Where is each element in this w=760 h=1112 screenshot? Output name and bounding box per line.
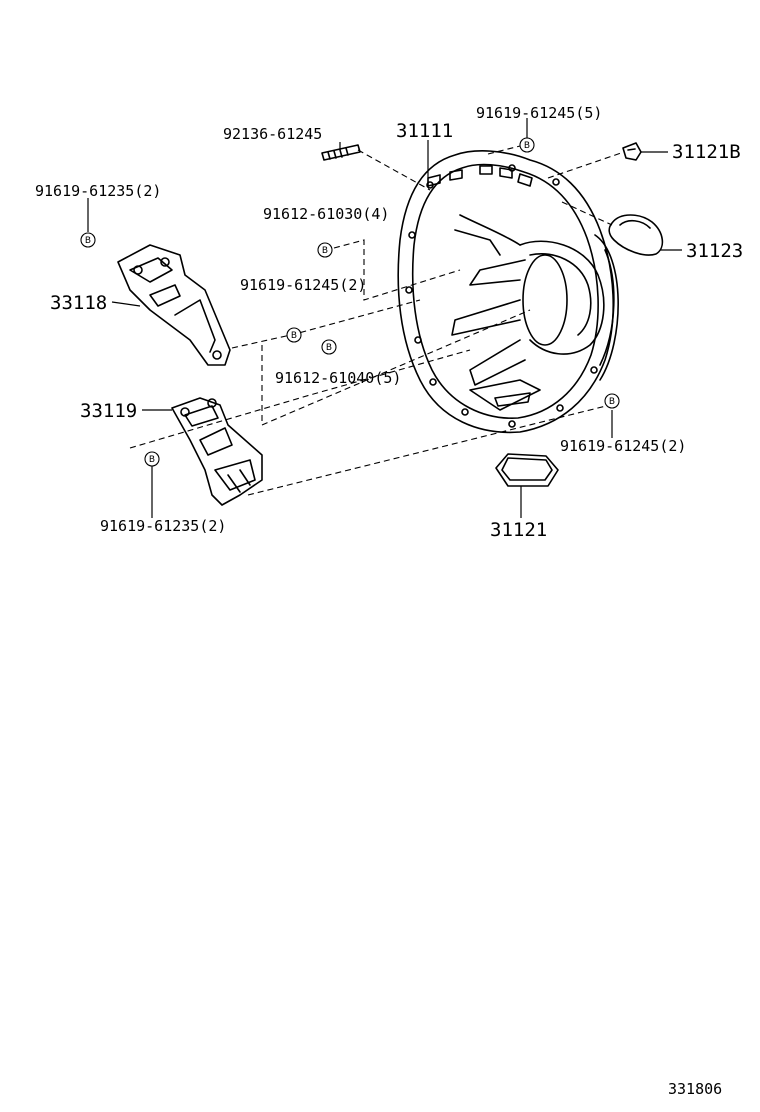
- label-31121b: 31121B: [672, 141, 741, 163]
- bracket-33119: [171, 397, 263, 506]
- clutch-housing: [397, 150, 619, 434]
- label-91612-61030: 91612-61030(4): [263, 205, 389, 223]
- svg-text:B: B: [85, 236, 91, 246]
- marker-91619-61245-5: B: [519, 137, 535, 153]
- marker-91619-61245-right: B: [604, 393, 620, 409]
- label-33118: 33118: [50, 292, 107, 314]
- marker-91619-61235-top: B: [80, 232, 96, 248]
- marker-91619-61245-mid: B: [286, 327, 302, 343]
- cover-31121: [495, 453, 559, 487]
- leader-lines: [87, 118, 682, 518]
- svg-text:B: B: [524, 141, 530, 151]
- label-91612-61040: 91612-61040(5): [275, 369, 401, 387]
- label-31123: 31123: [686, 240, 743, 262]
- plug-31121b: [622, 142, 642, 161]
- label-91619-61235-top: 91619-61235(2): [35, 182, 161, 200]
- label-91619-61245-mid: 91619-61245(2): [240, 276, 366, 294]
- label-92136-61245: 92136-61245: [223, 125, 322, 143]
- svg-text:B: B: [322, 246, 328, 256]
- diagram-code: 331806: [668, 1080, 722, 1098]
- label-31121: 31121: [490, 519, 547, 541]
- label-91619-61235-bot: 91619-61235(2): [100, 517, 226, 535]
- cover-31123: [608, 214, 664, 256]
- flange-bolt-holes: [405, 164, 598, 428]
- svg-text:B: B: [291, 331, 297, 341]
- marker-91612-61040: B: [321, 339, 337, 355]
- label-33119: 33119: [80, 400, 137, 422]
- bracket-33118: [117, 244, 231, 366]
- svg-text:B: B: [149, 455, 155, 465]
- svg-text:B: B: [609, 397, 615, 407]
- label-91619-61245-5: 91619-61245(5): [476, 104, 602, 122]
- label-91619-61245-right: 91619-61245(2): [560, 437, 686, 455]
- stud-bolt: [321, 144, 361, 161]
- marker-91619-61235-bot: B: [144, 451, 160, 467]
- label-31111: 31111: [396, 120, 453, 142]
- svg-text:B: B: [326, 343, 332, 353]
- marker-91612-61030: B: [317, 242, 333, 258]
- callout-labels: 92136-61245 31111 91619-61245(5) 31121B …: [35, 104, 743, 541]
